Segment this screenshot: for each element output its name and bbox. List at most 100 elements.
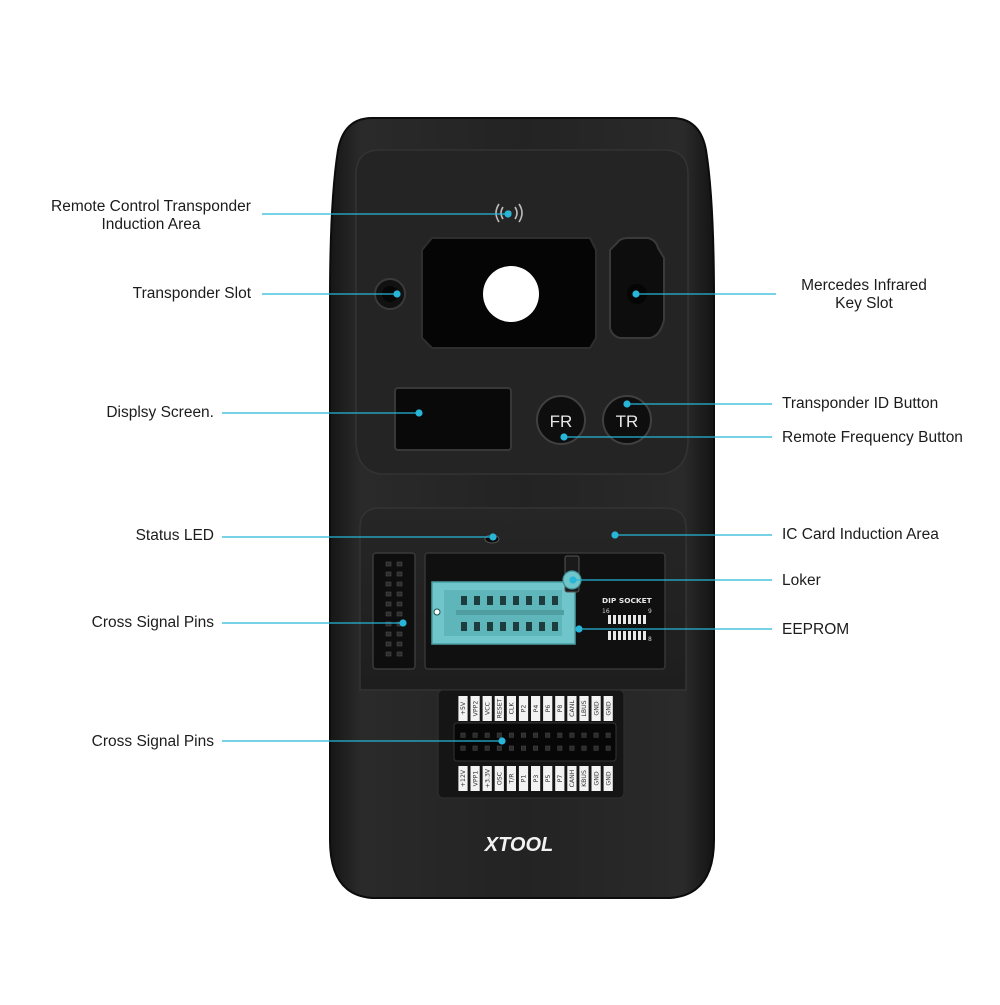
pin-hole xyxy=(557,745,563,751)
pin-hole xyxy=(484,732,490,738)
label-transponder-id-button: Transponder ID Button xyxy=(782,395,939,412)
top-pin-label-bg xyxy=(470,696,480,721)
pin-hole xyxy=(593,745,599,751)
pin-holes xyxy=(460,732,611,751)
top-pin-label-bg xyxy=(555,696,565,721)
bottom-pin-label-bg xyxy=(555,766,565,791)
pin-hole xyxy=(472,732,478,738)
label-mercedes-infrared-key-slot: Mercedes Infrared Key Slot xyxy=(801,277,927,312)
svg-text:DIP SOCKET: DIP SOCKET xyxy=(602,596,652,605)
bottom-pin-label-bg xyxy=(591,766,601,791)
bottom-pin-label-bg xyxy=(494,766,504,791)
bottom-pin-label: P5 xyxy=(545,775,552,783)
bottom-pin-label: KBUS xyxy=(581,770,588,787)
top-pin-label: CANL xyxy=(569,700,576,717)
bottom-pin-label: P1 xyxy=(521,775,528,783)
bottom-pin-label: OSC xyxy=(497,772,504,785)
pin-hole xyxy=(460,732,466,738)
top-pin-label: LBUS xyxy=(581,700,588,716)
pin-hole xyxy=(533,732,539,738)
top-pin-label-bg xyxy=(591,696,601,721)
pin-hole xyxy=(593,732,599,738)
leader-lines xyxy=(222,210,776,745)
top-pin-label-bg xyxy=(458,696,468,721)
label-status-led: Status LED xyxy=(135,527,214,544)
tr-button[interactable] xyxy=(602,395,652,445)
pin-hole xyxy=(545,745,551,751)
pin-hole xyxy=(569,732,575,738)
bottom-pin-label-bg xyxy=(567,766,577,791)
pin-hole xyxy=(557,732,563,738)
pin-hole xyxy=(569,745,575,751)
bottom-pin-label: P7 xyxy=(557,775,564,783)
label-remote-frequency-button: Remote Frequency Button xyxy=(782,429,963,446)
pin-hole xyxy=(605,745,611,751)
bottom-pin-label-bg xyxy=(482,766,492,791)
top-pin-label: P6 xyxy=(545,705,552,713)
top-pin-label-bg xyxy=(531,696,541,721)
top-pin-label-bg xyxy=(506,696,516,721)
fr-label: FR xyxy=(550,412,573,431)
top-pin-label-bg xyxy=(518,696,529,721)
label-cross-signal-pins-1: Cross Signal Pins xyxy=(91,614,214,631)
pin-hole xyxy=(508,732,514,738)
label-cross-signal-pins-2: Cross Signal Pins xyxy=(91,733,214,750)
top-pin-label: +5V xyxy=(460,701,467,715)
svg-text:8: 8 xyxy=(648,636,652,643)
bottom-pin-label-bg xyxy=(470,766,480,791)
svg-text:16: 16 xyxy=(602,608,610,615)
bottom-pin-label: GND xyxy=(605,771,612,785)
top-pin-label-bg xyxy=(603,696,613,721)
label-loker: Loker xyxy=(782,572,821,589)
bottom-pin-label: VPP1 xyxy=(472,771,479,787)
pin-hole xyxy=(460,745,466,751)
pin-hole xyxy=(533,745,539,751)
display-screen xyxy=(394,387,512,451)
top-pin-label: GND xyxy=(593,701,600,715)
fr-button[interactable] xyxy=(536,395,586,445)
label-display-screen: Displsy Screen. xyxy=(106,404,214,421)
top-pin-label-bg xyxy=(494,696,504,721)
label-remote-control-induction: Remote Control Transponder Induction Are… xyxy=(51,198,251,233)
pin-hole xyxy=(484,745,490,751)
pin-header xyxy=(453,722,617,762)
bottom-pin-label: T/R xyxy=(509,773,516,785)
pin-hole xyxy=(581,732,587,738)
svg-text:9: 9 xyxy=(648,608,652,615)
top-pin-label: GND xyxy=(605,701,612,715)
pin-hole xyxy=(605,732,611,738)
top-pin-label: P4 xyxy=(533,705,540,713)
bottom-pin-label: +12V xyxy=(460,769,467,787)
tr-label: TR xyxy=(616,412,639,431)
eeprom-slot-grid xyxy=(608,615,646,640)
top-pin-label: VPP2 xyxy=(472,701,479,717)
pin-hole xyxy=(496,732,502,738)
bottom-pin-label-bg xyxy=(518,766,529,791)
label-eeprom: EEPROM xyxy=(782,621,850,638)
bottom-pin-label: GND xyxy=(593,771,600,785)
coil-hole xyxy=(483,266,539,322)
top-pin-label: P2 xyxy=(521,705,528,713)
bottom-pin-label-bg xyxy=(458,766,468,791)
bottom-pin-label: P3 xyxy=(533,775,540,783)
top-pin-label-bg xyxy=(579,696,589,721)
label-transponder-slot: Transponder Slot xyxy=(132,285,251,302)
pin-hole xyxy=(545,732,551,738)
top-pin-label-bg xyxy=(482,696,492,721)
bottom-pin-label-bg xyxy=(543,766,553,791)
bottom-pin-label-bg xyxy=(579,766,589,791)
top-pin-label: VCC xyxy=(484,702,491,715)
label-ic-card-induction-area: IC Card Induction Area xyxy=(782,526,939,543)
top-pin-label: P8 xyxy=(557,705,564,713)
pin-hole xyxy=(472,745,478,751)
top-pin-label-bg xyxy=(543,696,553,721)
dip-socket-print: DIP SOCKET 16 9 8 xyxy=(602,596,652,643)
pin-hole xyxy=(496,745,502,751)
pin-hole xyxy=(581,745,587,751)
pin-hole xyxy=(521,732,526,738)
top-pin-label: CLK xyxy=(509,702,516,715)
